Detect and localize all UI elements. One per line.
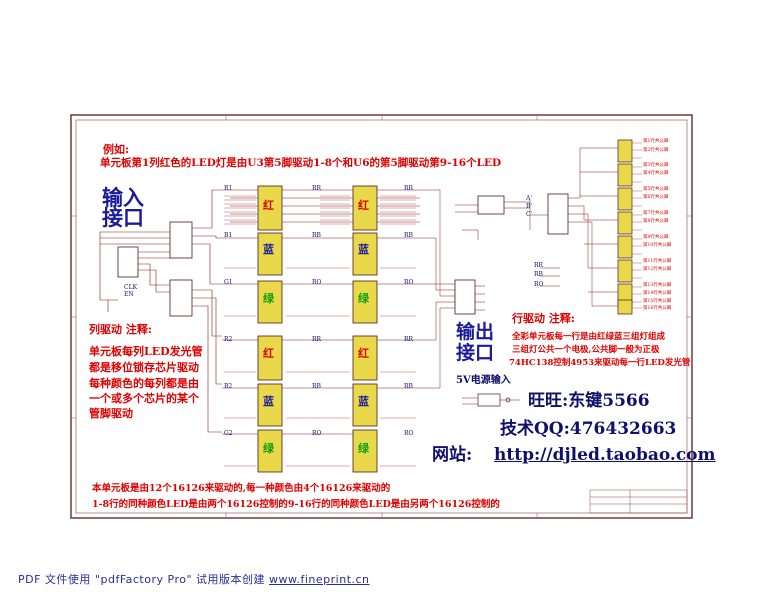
column-driver-heading: 列驱动 注释: [89,323,152,336]
sheet-inner-frame [75,119,688,514]
chip-label-red: 红 [358,199,369,212]
bus-wiring [222,189,455,435]
output-port-label-1: 输出 [456,321,495,343]
output-connector [454,279,485,315]
qq-contact: 技术QQ:476432663 [500,419,677,439]
example-text: 单元板第1列红色的LED灯是由U3第5脚驱动1-8个和U6的第5脚驱动第9-16… [100,157,502,169]
net-label: RB [404,383,413,390]
driver-chips [257,185,378,473]
website-link[interactable]: http://djled.taobao.com [494,445,716,465]
row-output-label: 第3行共公脚 [643,163,669,168]
row-output-label: 第4行共公脚 [643,171,669,176]
row-output-label: 第16行共公脚 [643,306,672,311]
net-label: B' [526,203,533,210]
net-label: CLK [124,284,138,291]
net-label: RO [404,279,414,286]
net-label: RR [404,185,414,192]
row-output-ticks [632,142,642,309]
net-label: R2 [224,336,233,343]
row-output-label: 第1行共公脚 [643,139,669,144]
net-label: A' [526,195,532,202]
row-driver-line: 三组灯公共一个电极,公共脚一般为正极 [512,345,660,355]
chip-label-green: 绿 [263,442,274,455]
sheet-frame [70,114,693,519]
wangwang-contact: 旺旺:东键5566 [528,391,650,411]
net-label: RO [404,430,414,437]
chip-label-green: 绿 [358,442,369,455]
bottom-note-line-1: 本单元板是由12个16126来驱动的,每一种颜色由4个16126来驱动的 [92,483,391,494]
net-label: RO [312,430,322,437]
row-output-label: 第12行共公脚 [643,267,672,272]
net-label: RB [534,271,543,278]
chip-label-blue: 蓝 [358,395,369,408]
bottom-note-line-2: 1-8行的同种颜色LED是由两个16126控制的9-16行的同种颜色LED是由另… [92,499,500,510]
row-output-label: 第14行共公脚 [643,291,672,296]
row-output-label: 第2行共公脚 [643,148,669,153]
row-output-label: 第5行共公脚 [643,187,669,192]
chip-label-green: 绿 [358,292,369,305]
row-driver-line: 全彩单元板每一行是由红绿蓝三组灯组成 [512,332,666,342]
net-label: RR [312,185,322,192]
net-label: RO [312,279,322,286]
net-label: RB [404,232,413,239]
row-output-label: 第8行共公脚 [643,219,669,224]
example-label: 例如: [103,143,130,156]
net-label: G1 [224,279,233,286]
frame-ticks [71,115,692,518]
row-output-label: 第10行共公脚 [643,243,672,248]
net-label: RB [312,232,321,239]
title-block [589,489,688,514]
output-port-label-2: 接口 [456,342,495,364]
net-label: RB [312,383,321,390]
row-output-label: 第11行共公脚 [643,259,672,264]
row-driver-wiring [455,147,618,307]
row-output-label: 第9行共公脚 [643,235,669,240]
pdf-footer: PDF 文件使用 "pdfFactory Pro" 试用版本创建 www.fin… [18,571,370,587]
chip-label-green: 绿 [263,292,274,305]
row-driver-chips [617,139,633,315]
net-label: EN [124,291,134,298]
footer-link[interactable]: www.fineprint.cn [269,573,370,586]
input-wiring [99,189,222,433]
row-driver-line: 74HC138控制4953来驱动每一行LED发光管 [509,358,691,368]
chip-label-blue: 蓝 [263,395,274,408]
footer-text: PDF 文件使用 "pdfFactory Pro" 试用版本创建 [18,573,270,586]
chip-label-blue: 蓝 [358,243,369,256]
row-output-label: 第13行共公脚 [643,283,672,288]
power-label: 5V电源输入 [456,375,511,386]
net-label: B2 [224,383,233,390]
column-driver-line: 每种颜色的每列都是由 [89,377,199,390]
input-logic-chips [117,221,193,317]
column-driver-line: 单元板每列LED发光管 [89,345,203,358]
net-label: B1 [224,232,233,239]
chip-label-red: 红 [263,199,274,212]
net-label: RR [534,262,544,269]
chip-label-red: 红 [263,347,274,360]
chip-label-blue: 蓝 [263,243,274,256]
column-driver-line: 管脚驱动 [89,407,133,420]
output-pin-ladders [224,195,416,467]
row-output-label: 第6行共公脚 [643,195,669,200]
row-decoder [477,193,569,235]
row-output-label: 第15行共公脚 [643,299,672,304]
net-label: RR [404,336,414,343]
input-port-label-1: 输入 [102,185,144,210]
net-label: C' [526,211,533,218]
chip-label-red: 红 [358,347,369,360]
net-label: R1 [224,185,233,192]
row-driver-heading: 行驱动 注释: [512,312,575,325]
power-connector [462,393,520,407]
column-driver-line: 一个或多个芯片的某个 [89,392,199,405]
website-label: 网站: [432,445,473,465]
column-driver-line: 都是移位锁存芯片驱动 [89,361,199,374]
input-port-label-2: 接口 [102,205,144,230]
net-label: RR [312,336,322,343]
row-output-label: 第7行共公脚 [643,211,669,216]
net-label: RO [534,281,544,288]
net-label: G2 [224,430,233,437]
